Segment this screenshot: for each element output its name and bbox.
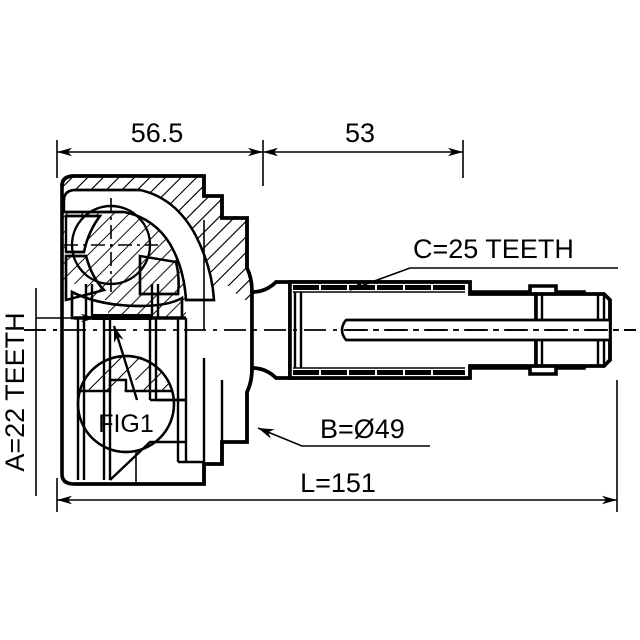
dim-label-565: 56.5 [131, 118, 184, 148]
shaft-spline-band-top [293, 285, 465, 290]
label-bell-diameter: B=Ø49 [257, 414, 430, 447]
fig1-detail-callout: FIG1 [76, 325, 176, 454]
dimension-56-5: 56.5 [56, 118, 264, 186]
fig1-tooth-hatch [79, 357, 173, 393]
fig1-label: FIG1 [98, 410, 154, 438]
dim-label-L: L=151 [300, 468, 376, 498]
b-diameter-label: B=Ø49 [320, 414, 405, 444]
inner-race-cage [64, 198, 184, 320]
b-diameter-leader-line [257, 427, 430, 447]
label-outer-spline: C=25 TEETH [349, 234, 618, 291]
dimension-53: 53 [263, 118, 464, 178]
c-teeth-leader-line [349, 267, 618, 291]
shaft-spline-band-bottom [293, 370, 465, 375]
dimension-length: L=151 [56, 380, 618, 512]
housing-lower-profile [74, 318, 254, 486]
label-inner-spline: A=22 TEETH [0, 288, 96, 496]
a-teeth-label: A=22 TEETH [0, 312, 30, 471]
c-teeth-label: C=25 TEETH [413, 234, 574, 264]
dim-label-53: 53 [345, 118, 375, 148]
